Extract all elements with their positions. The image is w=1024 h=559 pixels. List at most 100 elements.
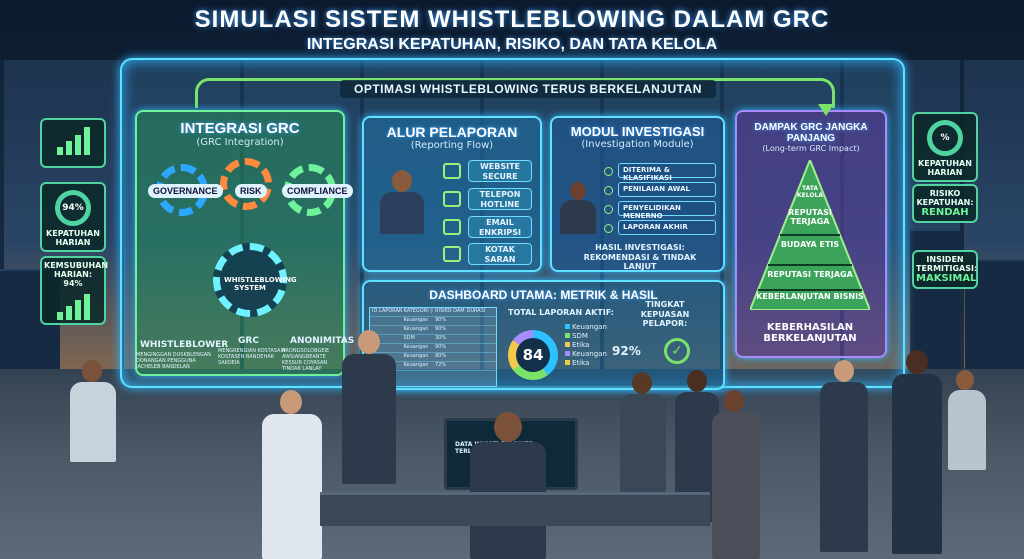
satisfaction-value: 92% [612,344,641,358]
legend-item: Keuangan [565,350,607,359]
check-icon [604,167,613,176]
pyramid-level-5: KEBERLANJUTAN BISNIS [756,292,864,301]
phone-icon [443,191,461,207]
card-label: KEMSUBUHAN HARIAN: 94% [44,261,109,288]
total-label: TOTAL LAPORAN AKTIF: [508,308,615,317]
channel-phone: TELEPON HOTLINE [468,188,532,210]
impact-footer: KEBERHASILAN BERKELANJUTAN [763,322,857,344]
gear-icon [220,158,272,210]
step-2: PENILAIAN AWAL [618,182,716,197]
gear-label-risk: RISK [235,184,267,198]
table-row: SDM 30% [370,335,496,344]
reports-donut-chart: 84 [508,330,558,380]
table-cell: Keuangan [403,326,429,332]
table-cell: SDM [403,335,415,341]
channel-email: EMAIL ENKRIPSI [468,216,532,238]
mail-icon [443,219,461,235]
loop-label: OPTIMASI WHISTLEBLOWING TERUS BERKELANJU… [340,80,716,98]
table-cell: 30% [435,335,447,341]
pyramid-level-1: TATA KELOLA [797,185,823,199]
card-label: KEPATUHAN HARIAN [918,159,972,177]
table-cell [370,317,402,325]
card-value: MAKSIMAL [916,273,977,284]
table-cell: Keuangan [403,344,429,350]
panel-title: ALUR PELAPORAN [386,124,518,140]
gear-label-governance: GOVERNANCE [148,184,223,198]
card-label: KEPATUHAN HARIAN [46,229,100,247]
loop-arrow [195,78,835,108]
page-title: SIMULASI SISTEM WHISTLEBLOWING DALAM GRC [194,6,830,33]
arrow-down-icon [818,104,834,116]
panel-subtitle: (Long-term GRC Impact) [762,144,860,153]
card-incidents: INSIDEN TERMITIGASI: MAKSIMAL [912,250,978,289]
gear-label-compliance: COMPLIANCE [282,184,353,198]
pyramid-level-2: REPUTASI TERJAGA [788,208,832,226]
legend-item: Etika [565,341,607,350]
card-risk: RISIKO KEPATUHAN: RENDAH [912,184,978,223]
card-value: RENDAH [921,207,969,218]
table-cell [465,353,497,361]
table-cell [465,326,497,334]
card-label: INSIDEN TERMITIGASI: [916,255,978,273]
table-cell: 90% [435,326,447,332]
table-cell: 90% [435,353,447,359]
header: SIMULASI SISTEM WHISTLEBLOWING DALAM GRC… [0,6,1024,54]
card-daily-metric: KEMSUBUHAN HARIAN: 94% [40,256,109,325]
card-compliance-daily: 94% KEPATUHAN HARIAN [40,182,106,252]
globe-icon [443,163,461,179]
panel-impact: DAMPAK GRC JANGKA PANJANG (Long-term GRC… [735,110,887,358]
panel-title: DASHBOARD UTAMA: METRIK & HASIL [429,288,658,302]
table-row: Keuangan 90% [370,344,496,353]
table-cell [465,335,497,343]
node-whistleblower: WHISTLEBLOWER [140,340,229,350]
panel-grc-integration: INTEGRASI GRC (GRC Integration) [135,110,345,376]
table-cell: 90% [435,317,447,323]
card-compliance-right: % KEPATUHAN HARIAN [912,112,978,182]
page-subtitle: INTEGRASI KEPATUHAN, RISIKO, DAN TATA KE… [306,36,718,53]
legend-item: SDM [565,332,607,341]
check-icon [604,205,613,214]
legend-item: Keuangan [565,323,607,332]
channel-box: KOTAK SARAN [468,243,532,265]
satisfaction-label: TINGKAT KEPUASAN PELAPOR: [640,300,690,329]
panel-subtitle: (Investigation Module) [581,139,694,150]
table-row: Keuangan 90% [370,326,496,335]
table-header-cell: KATEGORI (FOKUS GRC) [403,308,434,314]
card-growth-chart [40,118,106,168]
table-cell: Keuangan [403,362,429,368]
node-anonimitas-desc: ARONGSOLOBGEIE AWSIANGBEANTE KESSUR COYA… [282,348,330,372]
progress-ring: % [927,120,963,156]
table-cell: Keuangan [403,317,429,323]
table-row: Keuangan 90% [370,353,496,362]
table-cell: 90% [435,344,447,350]
table-cell [465,362,497,370]
progress-ring: 94% [55,190,91,226]
panel-title: INTEGRASI GRC [180,120,300,137]
node-anonimitas: ANONIMITAS [290,336,355,346]
node-grc-desc: MENGRENGIAN KOSTASAIN KOSTASEN BANDEHAR … [218,348,286,366]
pyramid-level-4: REPUTASI TERJAGA [767,270,853,279]
investigation-result: HASIL INVESTIGASI: REKOMENDASI & TINDAK … [583,243,697,272]
bar-chart-icon [44,292,102,320]
table-cell: Keuangan [403,353,429,359]
pyramid-graphic [750,160,870,310]
pyramid-level-3: BUDAYA ETIS [780,240,840,249]
check-icon [604,186,613,195]
panel-title: MODUL INVESTIGASI [570,124,705,139]
conference-desk [320,492,710,526]
bar-chart-icon [44,127,102,155]
center-label: WHISTLEBLOWING SYSTEM [224,276,297,292]
box-icon [443,246,461,262]
panel-subtitle: (GRC Integration) [196,137,284,148]
step-1: DITERIMA & KLASIFIKASI [618,163,716,182]
table-row: Keuangan 90% [370,317,496,326]
table-header-cell: RISIKO DAMPAK [435,308,465,314]
node-whistleblower-desc: MENGINGGAN DUSKBLENGAN DONANGAN PENGGUNA… [136,352,211,370]
channel-website: WEBSITE SECURE [468,160,532,182]
table-cell [465,344,497,352]
table-header-cell: DURASI [466,308,486,314]
